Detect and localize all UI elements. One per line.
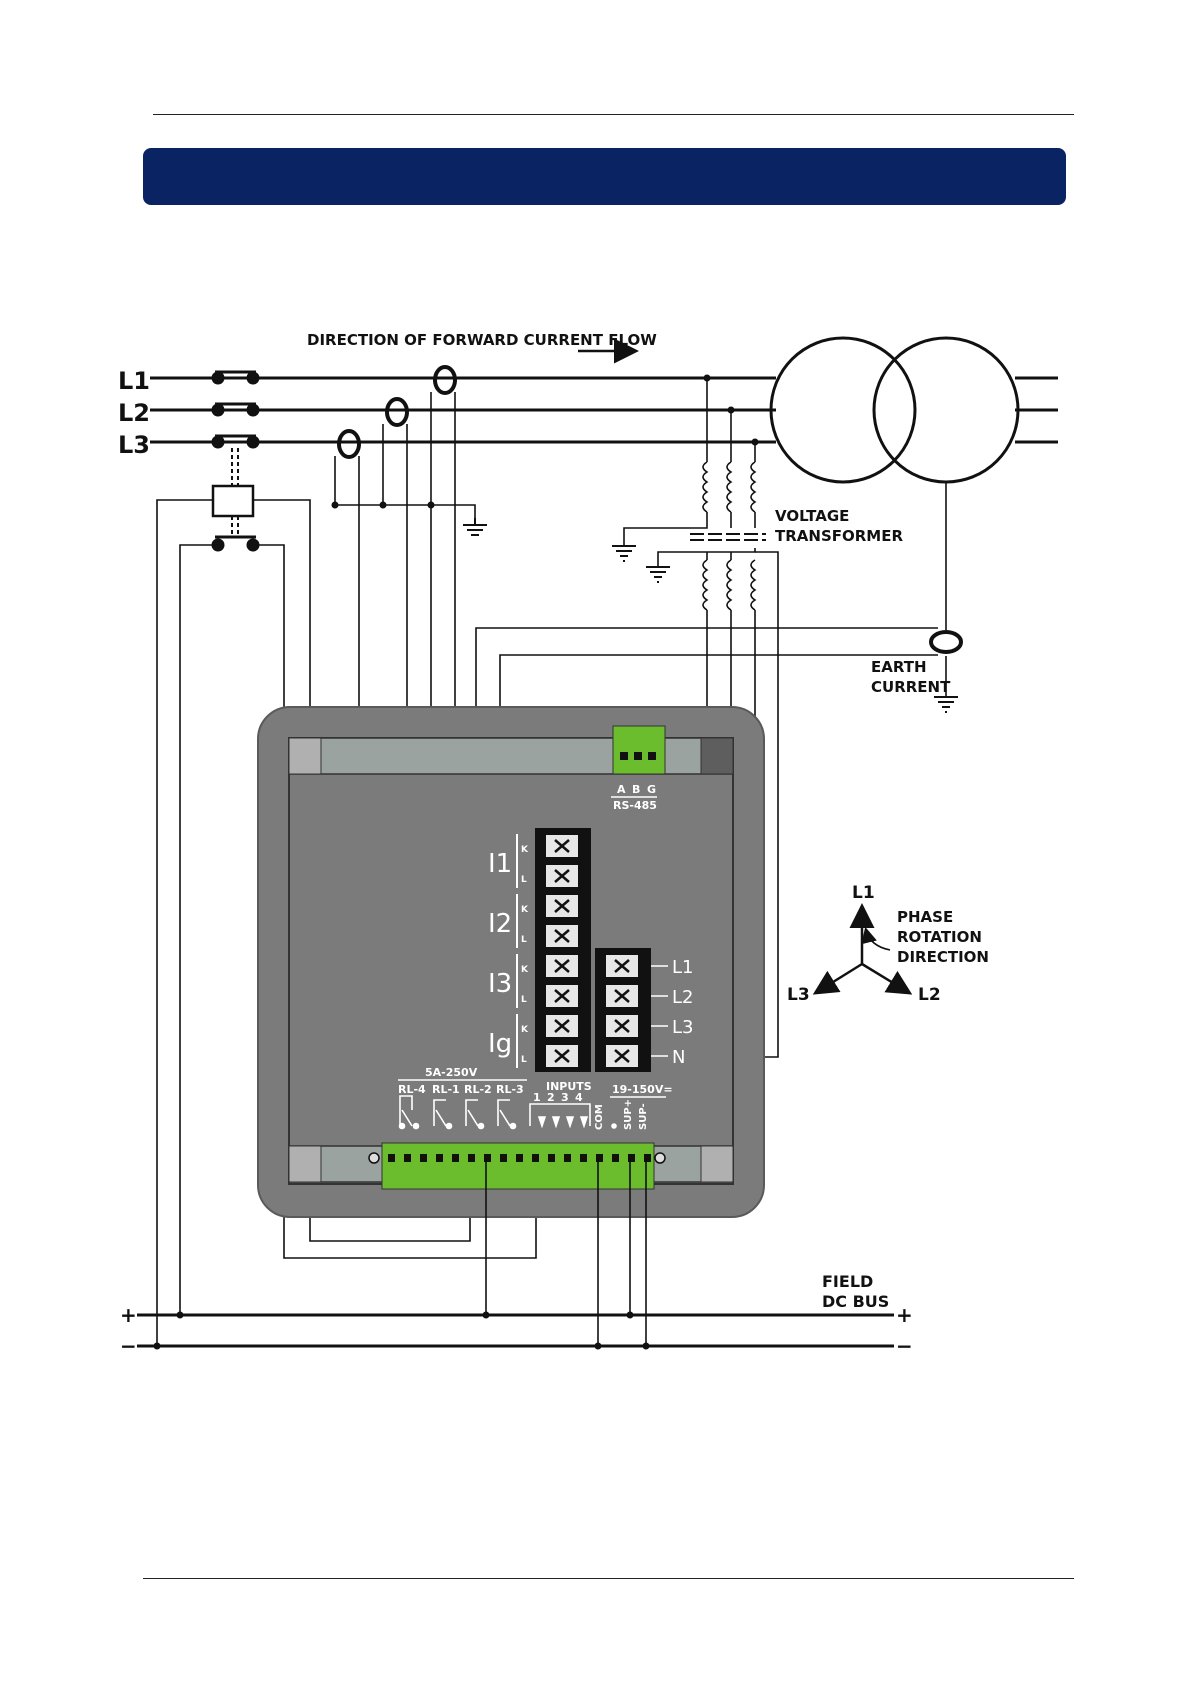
ground-symbol-earth bbox=[934, 697, 958, 712]
rs485-pin-g: G bbox=[647, 783, 656, 796]
mounting-screw bbox=[655, 1153, 665, 1163]
earth-current-ct bbox=[931, 632, 961, 652]
dc-plus-right: + bbox=[896, 1303, 913, 1327]
vt-core bbox=[690, 534, 766, 540]
terminal-label-n: N bbox=[672, 1047, 685, 1068]
group-label-i1: I1 bbox=[488, 849, 512, 879]
com-label: COM bbox=[594, 1104, 605, 1130]
relay-label-rl3: RL-3 bbox=[496, 1083, 524, 1096]
dc-minus-right: − bbox=[896, 1334, 913, 1358]
rs485-pin-a: A bbox=[617, 783, 626, 796]
relay-label-rl1: RL-1 bbox=[432, 1083, 460, 1096]
ground-symbol-vt-2 bbox=[646, 567, 670, 582]
circuit-breaker bbox=[213, 372, 258, 550]
dc-plus-left: + bbox=[120, 1303, 137, 1327]
dc-bus-label-1: FIELD bbox=[822, 1272, 873, 1291]
dc-bus-label-2: DC BUS bbox=[822, 1292, 889, 1311]
phase-lines bbox=[150, 378, 1058, 442]
footer-rule bbox=[143, 1578, 1074, 1579]
rotation-text-3: DIRECTION bbox=[897, 948, 989, 966]
corner-block bbox=[701, 1146, 733, 1182]
device-top-strip bbox=[289, 738, 733, 774]
k-label: K bbox=[521, 845, 529, 855]
rotation-label-l2: L2 bbox=[918, 985, 941, 1005]
rotation-text-2: ROTATION bbox=[897, 928, 982, 946]
l-label: L bbox=[521, 875, 527, 885]
mounting-screw bbox=[369, 1153, 379, 1163]
relay-label-rl2: RL-2 bbox=[464, 1083, 492, 1096]
l-label: L bbox=[521, 1055, 527, 1065]
rotation-text-1: PHASE bbox=[897, 908, 953, 926]
flow-direction-label: DIRECTION OF FORWARD CURRENT FLOW bbox=[307, 331, 657, 349]
dc-bus-junctions bbox=[154, 1312, 650, 1350]
vt-label-2: TRANSFORMER bbox=[775, 527, 903, 545]
voltage-transformer-taps bbox=[707, 378, 755, 462]
dc-bus bbox=[137, 1315, 894, 1346]
relay-label-rl4: RL-4 bbox=[398, 1083, 426, 1096]
vt-label-1: VOLTAGE bbox=[775, 507, 849, 525]
corner-block bbox=[289, 738, 321, 774]
l-label: L bbox=[521, 935, 527, 945]
ground-symbol-vt-1 bbox=[612, 546, 636, 561]
input-number-2: 2 bbox=[547, 1091, 555, 1104]
phase-label-l3: L3 bbox=[118, 431, 150, 459]
supply-range: 19-150V= bbox=[612, 1083, 673, 1096]
terminal-label-l2: L2 bbox=[672, 987, 693, 1008]
phase-label-l1: L1 bbox=[118, 367, 150, 395]
l-label: L bbox=[521, 995, 527, 1005]
group-label-ig: Ig bbox=[488, 1029, 512, 1059]
sup-minus-label: SUP- bbox=[638, 1103, 649, 1130]
rs485-pin-b: B bbox=[632, 783, 640, 796]
corner-block bbox=[289, 1146, 321, 1182]
k-label: K bbox=[521, 905, 529, 915]
terminal-label-l3: L3 bbox=[672, 1017, 693, 1038]
rotation-label-l3: L3 bbox=[787, 985, 810, 1005]
rs485-label: RS-485 bbox=[613, 799, 657, 812]
input-number-3: 3 bbox=[561, 1091, 569, 1104]
k-label: K bbox=[521, 1025, 529, 1035]
input-number-4: 4 bbox=[575, 1091, 583, 1104]
group-label-i2: I2 bbox=[488, 909, 512, 939]
power-transformer bbox=[771, 338, 1018, 482]
k-label: K bbox=[521, 965, 529, 975]
rs485-connector bbox=[613, 726, 665, 774]
rotation-label-l1: L1 bbox=[852, 883, 875, 903]
group-label-i3: I3 bbox=[488, 969, 512, 999]
dc-minus-left: − bbox=[120, 1334, 137, 1358]
bottom-green-connector bbox=[382, 1143, 654, 1189]
corner-block bbox=[701, 738, 733, 774]
earth-label-1: EARTH bbox=[871, 658, 927, 676]
vt-primary-coils bbox=[624, 462, 755, 545]
terminal-label-l1: L1 bbox=[672, 957, 693, 978]
relay-rating: 5A-250V bbox=[425, 1066, 478, 1079]
sup-plus-label: SUP+ bbox=[623, 1099, 634, 1130]
earth-label-2: CURRENT bbox=[871, 678, 951, 696]
ground-symbol-ct bbox=[463, 518, 487, 535]
phase-rotation-arrows bbox=[817, 908, 908, 992]
phase-label-l2: L2 bbox=[118, 399, 150, 427]
input-number-1: 1 bbox=[533, 1091, 541, 1104]
